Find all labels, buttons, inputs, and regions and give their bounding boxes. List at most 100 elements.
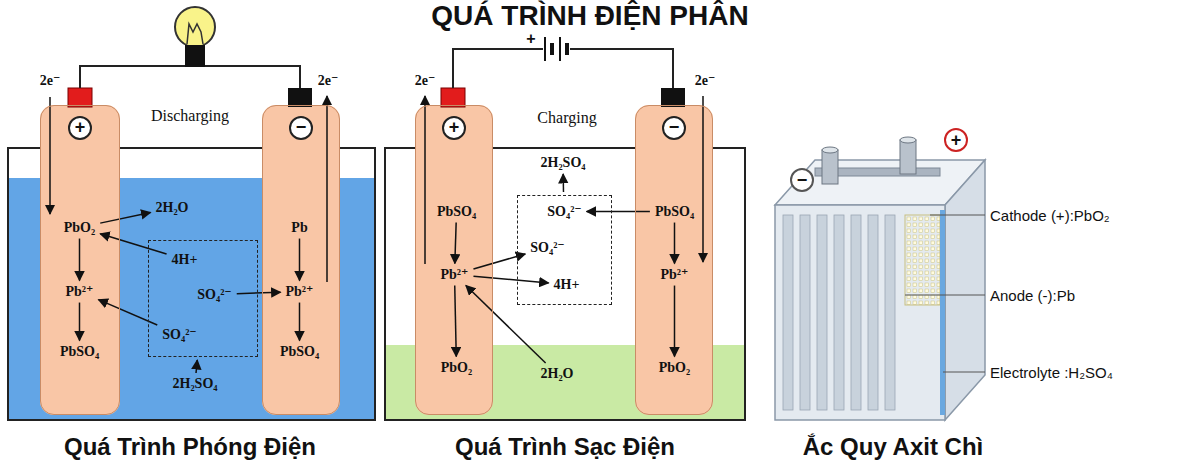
formula: 2H₂O: [541, 366, 574, 381]
polarity-sign: −: [289, 116, 313, 140]
species: PbSO₄: [653, 203, 696, 219]
lead-acid-battery: [775, 137, 985, 420]
formula: 2H₂SO₄: [541, 155, 586, 170]
reaction-arrow: [455, 223, 456, 264]
reaction-arrow: [237, 292, 281, 294]
wire: [80, 66, 300, 88]
filament: [187, 24, 203, 44]
formula: Pb²⁺: [441, 266, 469, 281]
electron-label: 2e⁻: [40, 72, 61, 89]
title: QUÁ TRÌNH ĐIỆN PHÂN: [431, 2, 748, 30]
polarity-sign: −: [790, 168, 814, 192]
electrode: − PbPb²⁺ PbSO₄: [262, 105, 340, 415]
caption: Quá Trình Phóng Điện: [64, 433, 316, 461]
polarity-sign: −: [662, 116, 686, 140]
reaction-arrow: [674, 223, 676, 264]
species: Pb²⁺: [64, 283, 96, 299]
caption: Ắc Quy Axit Chì: [803, 433, 983, 461]
species: 2H₂SO₄: [171, 376, 220, 392]
part-label: Electrolyte :H₂SO₄: [990, 364, 1113, 381]
formula: PbSO₄: [60, 343, 99, 358]
wire: [453, 49, 673, 88]
formula: PbO₂: [441, 359, 472, 374]
electrode-fills: [40, 105, 713, 415]
species: PbSO₄: [435, 203, 478, 219]
species: PbSO₄: [58, 343, 101, 359]
species: SO₄²⁻: [160, 326, 198, 342]
electron-arrow: [702, 96, 704, 262]
reaction-arrow: [79, 239, 81, 281]
species: SO₄²⁻: [528, 239, 566, 255]
species: 2H₂SO₄: [539, 155, 588, 171]
species: SO₄²⁻: [195, 286, 233, 302]
reaction-arrow: [674, 286, 676, 357]
reaction-arrow: [562, 174, 564, 192]
formula: 2H₂O: [156, 200, 189, 215]
species: Pb²⁺: [284, 283, 316, 299]
formula: PbSO₄: [655, 203, 694, 218]
formula: SO₄²⁻: [162, 326, 196, 341]
reaction-arrow: [79, 303, 81, 341]
reaction-arrow: [196, 360, 197, 373]
formula: SO₄²⁻: [547, 203, 581, 218]
species: PbO₂: [62, 219, 97, 235]
reaction-arrow: [473, 276, 548, 283]
reaction-arrow: [100, 213, 150, 224]
electron-label: 2e⁻: [695, 72, 716, 89]
species: PbO₂: [439, 359, 474, 375]
reaction-arrow: [299, 303, 301, 341]
species: SO₄²⁻: [545, 203, 583, 219]
formula: 4H+: [554, 276, 580, 291]
formula: SO₄²⁻: [197, 286, 231, 301]
species: 2H₂O: [539, 366, 576, 382]
formula: PbSO₄: [437, 203, 476, 218]
leader-lines: [905, 215, 985, 372]
polarity-sign: +: [944, 128, 968, 152]
species: 4H+: [170, 251, 200, 267]
species: Pb²⁺: [439, 266, 471, 282]
reaction-arrow: [299, 239, 301, 281]
ion-zone: SO₄²⁻ SO₄²⁻ 4H+: [517, 195, 612, 305]
polarity-sign: +: [68, 116, 92, 140]
species: PbSO₄: [278, 343, 321, 359]
electron-arrow: [326, 96, 328, 282]
species: Pb²⁺: [659, 266, 691, 282]
electron-label: 2e⁻: [415, 72, 436, 89]
caption: Quá Trình Sạc Điện: [455, 433, 675, 461]
reaction-arrow: [100, 234, 166, 254]
polarity-sign: +: [526, 30, 535, 48]
formula: SO₄²⁻: [530, 239, 564, 254]
reaction-arrow: [455, 286, 457, 357]
electron-arrow: [49, 97, 51, 214]
species: Pb: [289, 219, 309, 235]
electrode: − PbSO₄ Pb²⁺ PbO₂: [635, 105, 713, 415]
electrode: + PbSO₄ Pb²⁺ PbO₂: [415, 105, 493, 415]
reaction-arrow: [587, 211, 650, 213]
electron-arrow: [424, 96, 426, 264]
formula: 4H+: [172, 251, 198, 266]
formula: PbSO₄: [280, 343, 319, 358]
part-label: Anode (-):Pb: [990, 287, 1075, 304]
formula: PbO₂: [64, 219, 95, 234]
species: 2H₂O: [154, 200, 191, 216]
polarity-sign: +: [442, 116, 466, 140]
mode-label: Charging: [537, 109, 596, 127]
battery-symbol: [545, 37, 567, 61]
reaction-arrow: [466, 286, 546, 363]
electron-label: 2e⁻: [318, 72, 339, 89]
ion-zone: 4H+ SO₄²⁻ SO₄²⁻: [148, 240, 258, 357]
part-label: Cathode (+):PbO₂: [990, 207, 1110, 224]
mode-label: Discharging: [151, 107, 229, 125]
formula: PbO₂: [659, 359, 690, 374]
species: PbO₂: [657, 359, 692, 375]
bulb: [175, 7, 215, 47]
formula: Pb²⁺: [286, 283, 314, 298]
species: 4H+: [552, 276, 582, 292]
formula: Pb: [291, 219, 307, 234]
bulb-base: [185, 45, 205, 67]
formula: 2H₂SO₄: [173, 376, 218, 391]
formula: Pb²⁺: [661, 266, 689, 281]
